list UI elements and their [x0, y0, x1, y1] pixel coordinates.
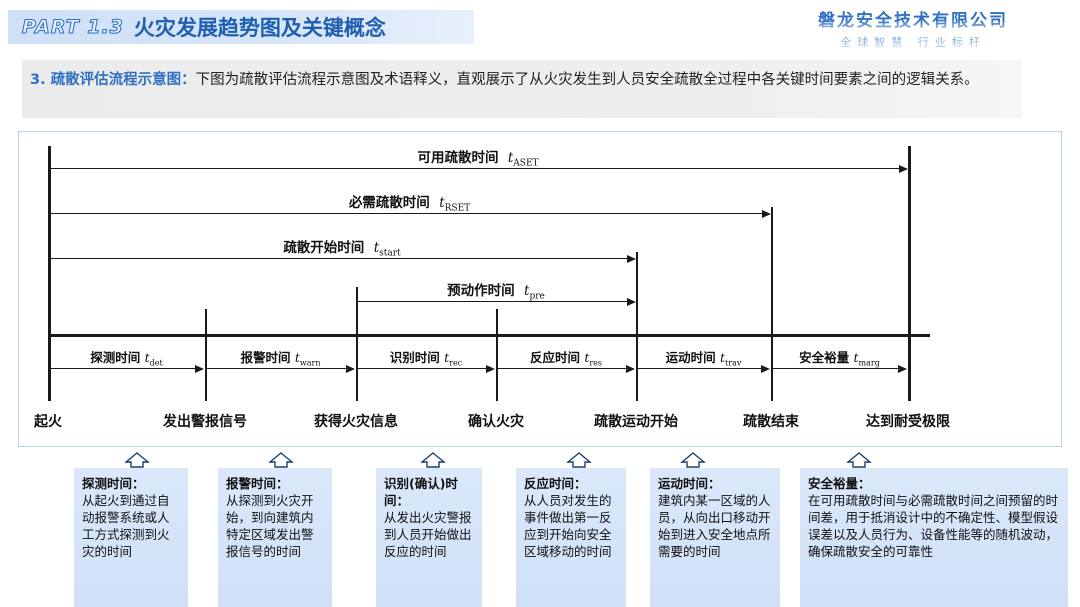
- milestone-line-t3: [496, 309, 498, 401]
- tick-label-t3: 确认火灾: [468, 414, 524, 430]
- arrowhead-ASET: [899, 164, 908, 173]
- bar-pre: [356, 301, 628, 302]
- bar-RSET: [48, 213, 763, 214]
- callout-text-0: 从起火到通过自动报警系统或人工方式探测到火灾的时间: [82, 493, 170, 559]
- callout-box-3: 反应时间： 从人员对发生的事件做出第一反应到开始向安全区域移动的时间: [516, 468, 626, 607]
- part-number-label: PART 1.3: [22, 16, 124, 39]
- milestone-line-t4: [636, 252, 638, 401]
- callout-text-2: 从发出火灾警报到人员开始做出反应的时间: [384, 510, 472, 559]
- arrowhead-RSET: [762, 209, 771, 218]
- callout-text-4: 建筑内某一区域的人员，从向出口移动开始到进入安全地点所需要的时间: [658, 493, 771, 559]
- tick-label-t6: 达到耐受极限: [866, 414, 950, 430]
- tick-label-t5: 疏散结束: [743, 414, 799, 430]
- page-title: 火灾发展趋势图及关键概念: [133, 16, 386, 40]
- milestone-line-t6: [908, 146, 911, 401]
- callout-title-2: 识别(确认)时间：: [384, 476, 458, 508]
- callout-title-0: 探测时间：: [82, 476, 145, 491]
- segment-arrowhead-trav: [761, 364, 770, 373]
- segment-label-rec: 识别时间 trec: [389, 350, 463, 368]
- part-badge: PART 1.3 火灾发展趋势图及关键概念: [8, 10, 474, 44]
- intro-body: 下图为疏散评估流程示意图及术语释义，直观展示了从火灾发生到人员安全疏散全过程中各…: [195, 72, 979, 88]
- callout-title-4: 运动时间：: [658, 476, 721, 491]
- tick-label-t4: 疏散运动开始: [594, 414, 678, 430]
- callout-text-5: 在可用疏散时间与必需疏散时间之间预留的时间差，用于抵消设计中的不确定性、模型假设…: [808, 493, 1059, 559]
- segment-label-res: 反应时间 tres: [529, 350, 603, 368]
- callout-box-1: 报警时间： 从探测到火灾开始，到向建筑内特定区域发出警报信号的时间: [218, 468, 332, 607]
- bar-label-pre: 预动作时间 tpre: [447, 283, 545, 302]
- callout-box-5: 安全裕量： 在可用疏散时间与必需疏散时间之间预留的时间差，用于抵消设计中的不确定性…: [800, 468, 1068, 607]
- callout-title-1: 报警时间：: [226, 476, 289, 491]
- intro-paragraph: 3. 疏散评估流程示意图：下图为疏散评估流程示意图及术语释义，直观展示了从火灾发…: [22, 60, 1022, 118]
- segment-label-marg: 安全裕量 tmarg: [799, 350, 880, 368]
- callout-box-4: 运动时间： 建筑内某一区域的人员，从向出口移动开始到进入安全地点所需要的时间: [650, 468, 780, 607]
- bar-label-ASET: 可用疏散时间 tASET: [417, 150, 539, 169]
- brand-name: 磐龙安全技术有限公司: [768, 6, 1058, 31]
- milestone-line-t1: [205, 309, 207, 401]
- segment-label-warn: 报警时间 twarn: [240, 350, 321, 368]
- segment-rec: [356, 368, 487, 369]
- segment-arrowhead-warn: [346, 364, 355, 373]
- callout-text-1: 从探测到火灾开始，到向建筑内特定区域发出警报信号的时间: [226, 493, 314, 559]
- callout-pointer-0: [124, 452, 150, 468]
- segment-marg: [771, 368, 899, 369]
- callout-pointer-2: [420, 452, 446, 468]
- segment-det: [48, 368, 196, 369]
- segment-arrowhead-res: [626, 364, 635, 373]
- callout-pointer-4: [680, 452, 706, 468]
- arrowhead-start: [627, 254, 636, 263]
- segment-arrowhead-det: [195, 364, 204, 373]
- callout-box-0: 探测时间： 从起火到通过自动报警系统或人工方式探测到火灾的时间: [74, 468, 188, 607]
- bar-label-RSET: 必需疏散时间 tRSET: [348, 195, 471, 214]
- intro-heading: 3. 疏散评估流程示意图：: [30, 72, 196, 88]
- callout-pointer-1: [268, 452, 294, 468]
- callout-title-5: 安全裕量：: [808, 476, 871, 491]
- milestone-line-t0: [48, 146, 51, 401]
- timeline-axis: [48, 334, 930, 337]
- tick-label-t2: 获得火灾信息: [314, 414, 398, 430]
- callout-title-3: 反应时间：: [524, 476, 587, 491]
- brand-slogan: 全球智慧 行业标杆: [768, 34, 1058, 50]
- callout-pointer-5: [846, 452, 872, 468]
- segment-arrowhead-marg: [898, 364, 907, 373]
- segment-res: [496, 368, 627, 369]
- segment-warn: [205, 368, 347, 369]
- bar-ASET: [48, 168, 900, 169]
- bar-label-start: 疏散开始时间 tstart: [283, 240, 401, 259]
- arrowhead-pre: [627, 297, 636, 306]
- tick-label-t0: 起火: [34, 414, 62, 430]
- segment-arrowhead-rec: [486, 364, 495, 373]
- milestone-line-t2: [356, 287, 358, 401]
- brand-block: 磐龙安全技术有限公司 全球智慧 行业标杆: [768, 6, 1058, 50]
- segment-label-det: 探测时间 tdet: [90, 350, 163, 368]
- evacuation-timeline-diagram: 可用疏散时间 tASET 必需疏散时间 tRSET 疏散开始时间 tstart 预动作…: [18, 131, 1062, 447]
- page-header: PART 1.3 火灾发展趋势图及关键概念 磐龙安全技术有限公司 全球智慧 行业…: [0, 0, 1080, 50]
- tick-label-t1: 发出警报信号: [163, 414, 247, 430]
- callout-text-3: 从人员对发生的事件做出第一反应到开始向安全区域移动的时间: [524, 493, 612, 559]
- callout-box-2: 识别(确认)时间：从发出火灾警报到人员开始做出反应的时间: [376, 468, 482, 607]
- segment-trav: [636, 368, 762, 369]
- bar-start: [48, 258, 628, 259]
- segment-label-trav: 运动时间 ttrav: [665, 350, 742, 368]
- callout-pointer-3: [566, 452, 592, 468]
- milestone-line-t5: [771, 207, 773, 401]
